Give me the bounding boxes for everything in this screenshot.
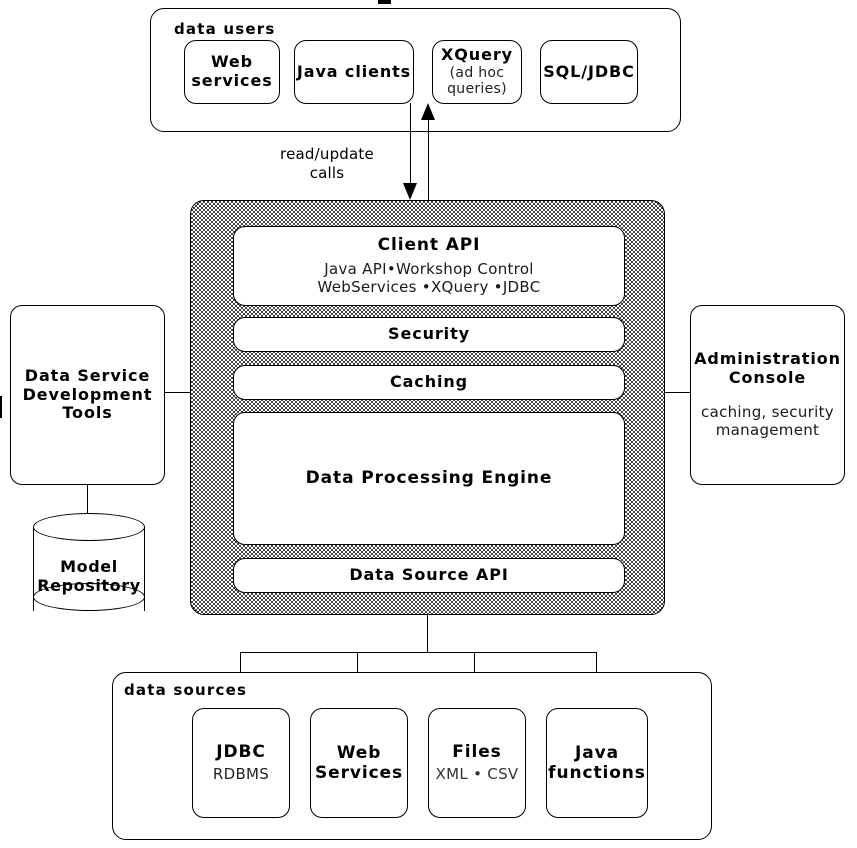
data-sources-label: data sources [124, 681, 248, 699]
read-update-down-arrow-icon [403, 183, 417, 200]
engine-layer-data-source-api[interactable]: Data Source API [233, 558, 625, 593]
engine-layer-client-api[interactable]: Client API Java API•Workshop Control Web… [233, 226, 625, 306]
right-panel-connector [665, 392, 691, 393]
data-source-box-sub: XML • CSV [435, 765, 519, 784]
data-source-box-web-services[interactable]: Web Services [310, 708, 408, 818]
data-user-box-title: SQL/JDBC [543, 61, 635, 81]
data-source-box-sub: RDBMS [212, 765, 270, 784]
read-update-up-shaft [428, 118, 429, 200]
engine-layer-security[interactable]: Security [233, 317, 625, 352]
data-source-box-title: Files [452, 742, 502, 763]
read-update-up-arrow-icon [421, 103, 435, 120]
model-repository-label: Model Repository [37, 557, 141, 596]
data-sources-bus-rail [240, 652, 596, 653]
data-sources-branch-4 [596, 652, 597, 680]
data-user-box-xquery[interactable]: XQuery (ad hoc queries) [432, 40, 522, 104]
right-panel-administration-console[interactable]: Administration Console caching, security… [690, 305, 845, 485]
engine-layer-title: Data Processing Engine [305, 468, 553, 489]
data-source-box-title: Java functions [548, 742, 646, 783]
data-source-box-files[interactable]: Files XML • CSV [428, 708, 526, 818]
cropped-edge-mark-left [0, 396, 2, 418]
engine-layer-caching[interactable]: Caching [233, 365, 625, 400]
data-sources-bus-trunk [427, 615, 428, 653]
right-panel-title: Administration Console [694, 349, 841, 388]
data-users-label: data users [174, 20, 276, 38]
data-source-box-java-functions[interactable]: Java functions [546, 708, 648, 818]
engine-layer-title: Client API [377, 235, 481, 256]
data-user-box-web-services[interactable]: Web services [184, 40, 280, 104]
engine-layer-data-processing-engine[interactable]: Data Processing Engine [233, 412, 625, 545]
read-update-calls-label: read/update calls [280, 145, 374, 182]
engine-layer-title: Security [388, 324, 470, 344]
data-source-box-title: JDBC [216, 742, 266, 763]
data-user-box-title: Java clients [296, 61, 412, 81]
cylinder-bottom-ellipse [33, 583, 145, 611]
left-panel-connector [165, 392, 191, 393]
model-repository-cylinder[interactable]: Model Repository [33, 513, 145, 625]
left-panel-title: Data Service Development Tools [22, 365, 153, 423]
right-panel-subtitle: caching, security management [701, 403, 834, 439]
data-sources-branch-3 [474, 652, 475, 680]
data-source-box-jdbc[interactable]: JDBC RDBMS [192, 708, 290, 818]
cropped-edge-mark-top [378, 0, 391, 4]
read-update-down-shaft [410, 103, 411, 185]
data-user-box-title: Web services [191, 52, 273, 90]
repository-connector [87, 485, 88, 518]
engine-layer-title: Caching [389, 372, 469, 392]
data-user-box-title: XQuery [441, 45, 513, 65]
data-user-box-sql-jdbc[interactable]: SQL/JDBC [540, 40, 638, 104]
data-source-box-title: Web Services [315, 742, 403, 783]
data-sources-branch-1 [240, 652, 241, 680]
cylinder-top-ellipse [33, 513, 145, 541]
data-user-box-sub: (ad hoc queries) [447, 64, 507, 98]
data-user-box-java-clients[interactable]: Java clients [294, 40, 414, 104]
data-sources-branch-2 [357, 652, 358, 680]
left-panel-dev-tools[interactable]: Data Service Development Tools [10, 305, 165, 485]
engine-layer-subtitle: Java API•Workshop Control WebServices •X… [317, 260, 541, 297]
engine-layer-title: Data Source API [349, 565, 509, 585]
